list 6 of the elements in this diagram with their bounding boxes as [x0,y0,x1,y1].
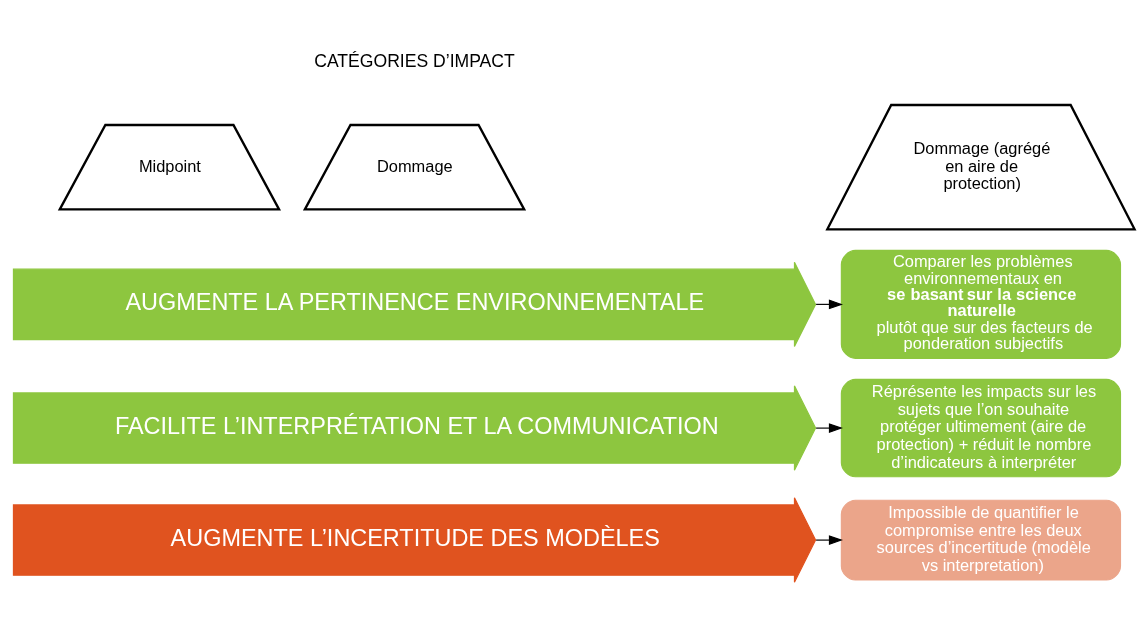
label: CATÉGORIES D’IMPACT [314,50,515,71]
node-box: Comparer les problèmes environnementaux en se basant sur la science naturelle plutôt que sur des facteurs de ponderation subjectifs [840,249,1122,359]
arrow [815,534,843,545]
node-box: Impossible de quantifier le compromise entre les deux sources d’incertitude (modèle vs interpretation) [840,499,1122,581]
node-box: Réprésente les impacts sur les sujets que l’on souhaite protéger ultimement (aire de protection) + réduit le nombre d’indicateurs à interpréter [840,378,1122,477]
arrow [815,422,843,433]
